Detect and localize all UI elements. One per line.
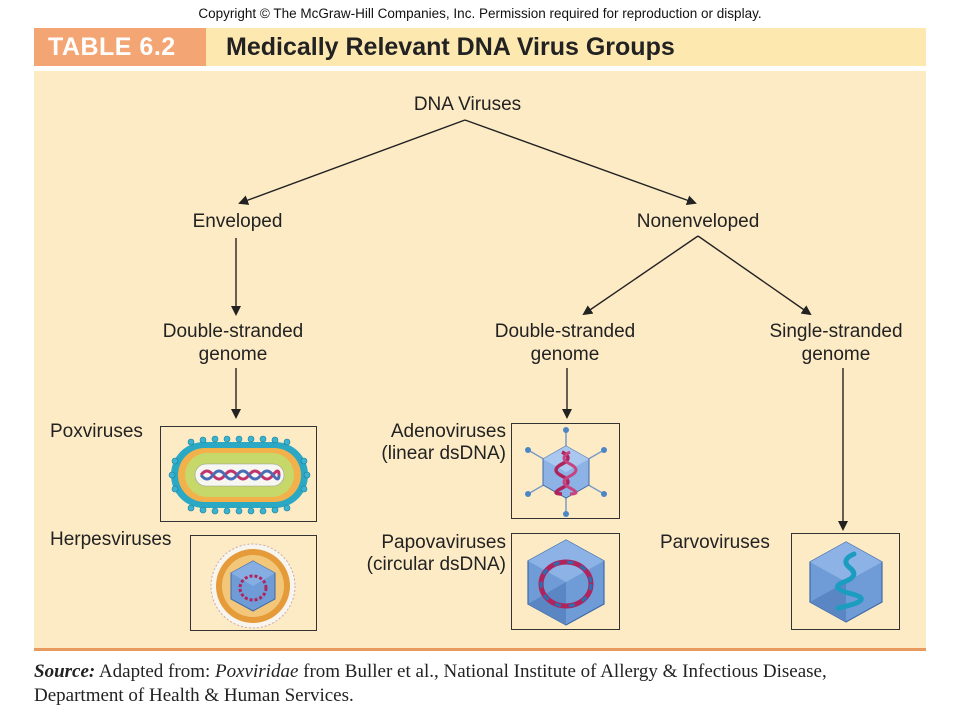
table-number: TABLE 6.2	[34, 28, 206, 66]
node-line: genome	[530, 344, 600, 365]
parvovirus-illustration	[791, 533, 900, 630]
label-line: (circular dsDNA)	[366, 554, 506, 575]
source-line-1: Source: Adapted from: Poxviridae from Bu…	[34, 660, 934, 684]
arrow-nonenveloped-to-ds	[582, 235, 699, 316]
source-prefix: Source:	[34, 661, 96, 682]
table-header: TABLE 6.2 Medically Relevant DNA Virus G…	[34, 28, 926, 66]
papovavirus-icon	[527, 539, 605, 626]
adenovirus-illustration	[511, 423, 620, 519]
node-dna-viruses: DNA Viruses	[413, 94, 522, 115]
node-enveloped-double-stranded: Double-stranded genome	[143, 320, 323, 366]
label-adenoviruses: Adenoviruses (linear dsDNA)	[340, 421, 506, 465]
source-line-2: Department of Health & Human Services.	[34, 685, 354, 706]
node-enveloped: Enveloped	[192, 211, 283, 232]
herpesvirus-icon	[210, 543, 296, 629]
label-poxviruses: Poxviruses	[50, 421, 143, 442]
node-line: Double-stranded	[162, 321, 304, 342]
node-nonenveloped: Nonenveloped	[636, 211, 760, 232]
bottom-divider	[34, 648, 926, 651]
copyright-notice: Copyright © The McGraw-Hill Companies, I…	[198, 6, 762, 21]
poxvirus-illustration	[160, 426, 317, 522]
table-title: Medically Relevant DNA Virus Groups	[226, 33, 675, 61]
label-parvoviruses: Parvoviruses	[660, 532, 770, 553]
poxvirus-icon	[168, 435, 311, 515]
papovavirus-illustration	[511, 533, 620, 630]
herpesvirus-illustration	[190, 535, 317, 631]
source-citation: Source: Adapted from: Poxviridae from Bu…	[34, 660, 934, 708]
arrow-root-to-enveloped	[238, 119, 466, 205]
parvovirus-icon	[809, 541, 883, 623]
label-line: Adenoviruses	[390, 421, 506, 442]
node-single-stranded: Single-stranded genome	[748, 320, 924, 366]
node-line: genome	[198, 344, 268, 365]
node-nonenveloped-double-stranded: Double-stranded genome	[475, 320, 655, 366]
arrow-root-to-nonenveloped	[464, 119, 697, 205]
label-herpesviruses: Herpesviruses	[50, 529, 172, 550]
source-text: from Buller et al., National Institute o…	[298, 661, 827, 682]
arrow-nonenveloped-to-ss	[697, 235, 812, 316]
label-line: Papovaviruses	[381, 532, 506, 553]
source-text: Adapted from:	[95, 661, 216, 682]
label-line: (linear dsDNA)	[381, 443, 506, 464]
node-line: genome	[801, 344, 871, 365]
label-papovaviruses: Papovaviruses (circular dsDNA)	[340, 532, 506, 576]
source-italic: Poxviridae	[215, 661, 299, 682]
node-line: Single-stranded	[769, 321, 903, 342]
adenovirus-icon	[525, 427, 607, 517]
node-line: Double-stranded	[494, 321, 636, 342]
diagram-panel	[34, 71, 926, 648]
